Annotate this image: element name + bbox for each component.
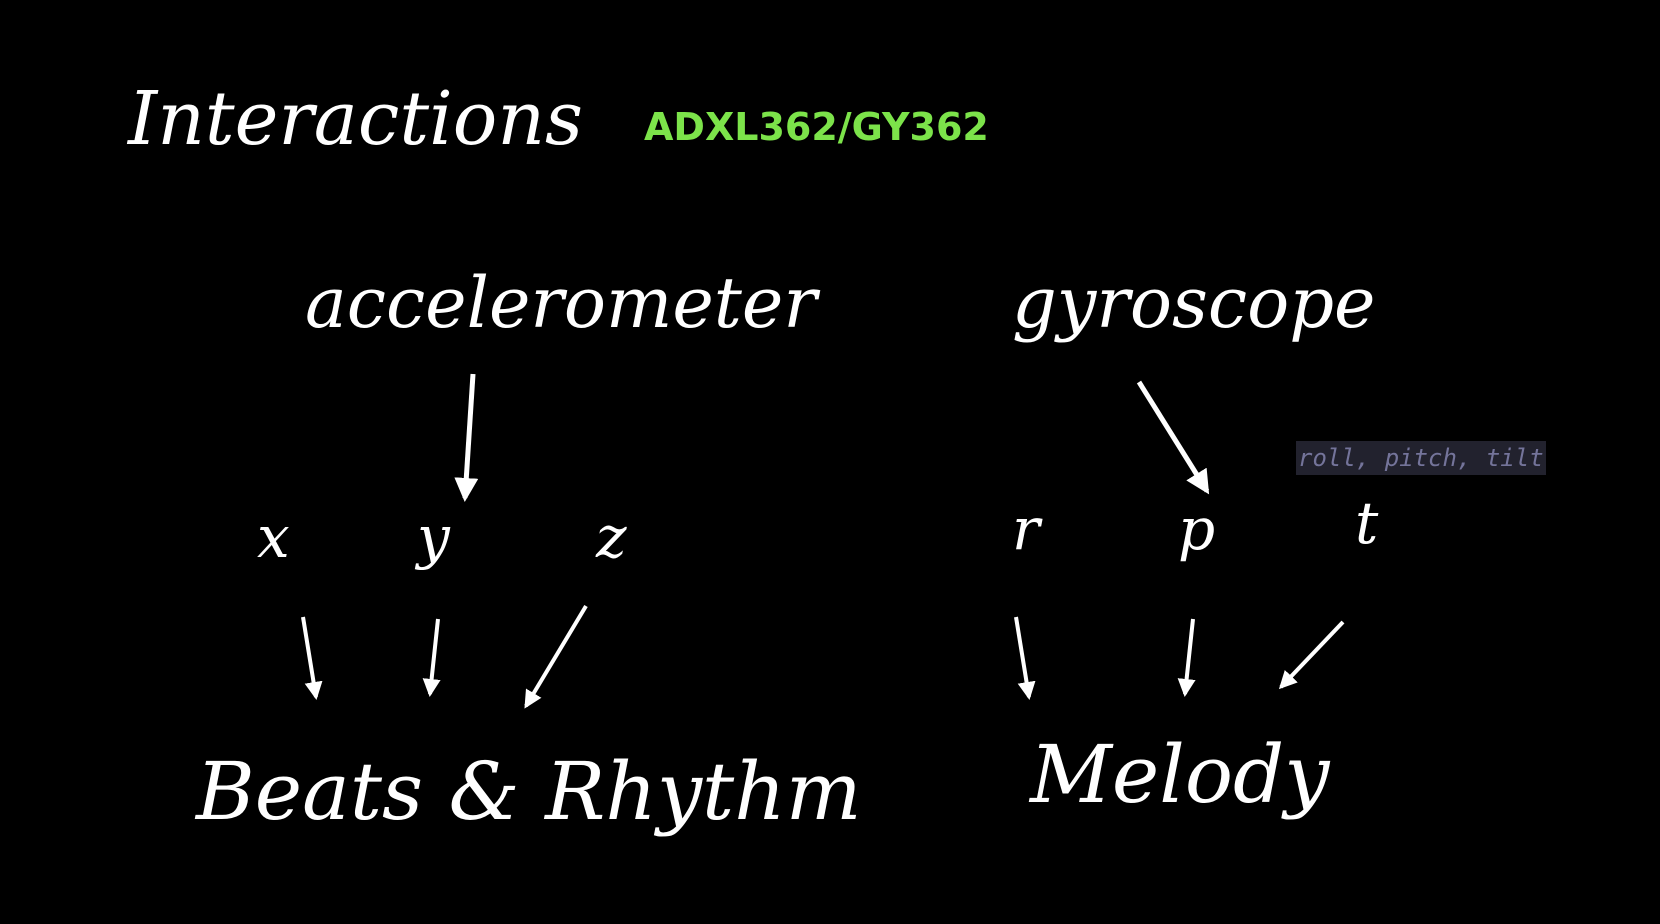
- gyroscope-label: gyroscope: [1012, 262, 1376, 344]
- arrow-r-to-melody: [1014, 616, 1036, 700]
- axis-pitch-label: p: [1178, 495, 1216, 563]
- arrow-z-to-beats: [524, 604, 588, 709]
- gyro-note: roll, pitch, tilt: [1296, 441, 1546, 475]
- axis-tilt-label: t: [1355, 489, 1379, 557]
- arrow-gyroscope-to-p: [1136, 380, 1210, 495]
- arrow-p-to-melody: [1177, 618, 1196, 697]
- beats-rhythm-label: Beats & Rhythm: [196, 745, 862, 838]
- melody-label: Melody: [1030, 728, 1330, 821]
- axis-y-label: y: [417, 503, 450, 571]
- arrow-x-to-beats: [301, 616, 323, 700]
- page-title: Interactions: [128, 76, 583, 162]
- sensor-chip-label: ADXL362/GY362: [644, 105, 989, 149]
- arrow-y-to-beats: [422, 618, 441, 697]
- axis-x-label: x: [257, 503, 290, 571]
- axis-roll-label: r: [1012, 495, 1040, 563]
- axis-z-label: z: [596, 503, 627, 571]
- arrow-t-to-melody: [1278, 620, 1345, 690]
- accelerometer-label: accelerometer: [305, 262, 817, 344]
- arrow-accelerometer-to-y: [454, 373, 479, 502]
